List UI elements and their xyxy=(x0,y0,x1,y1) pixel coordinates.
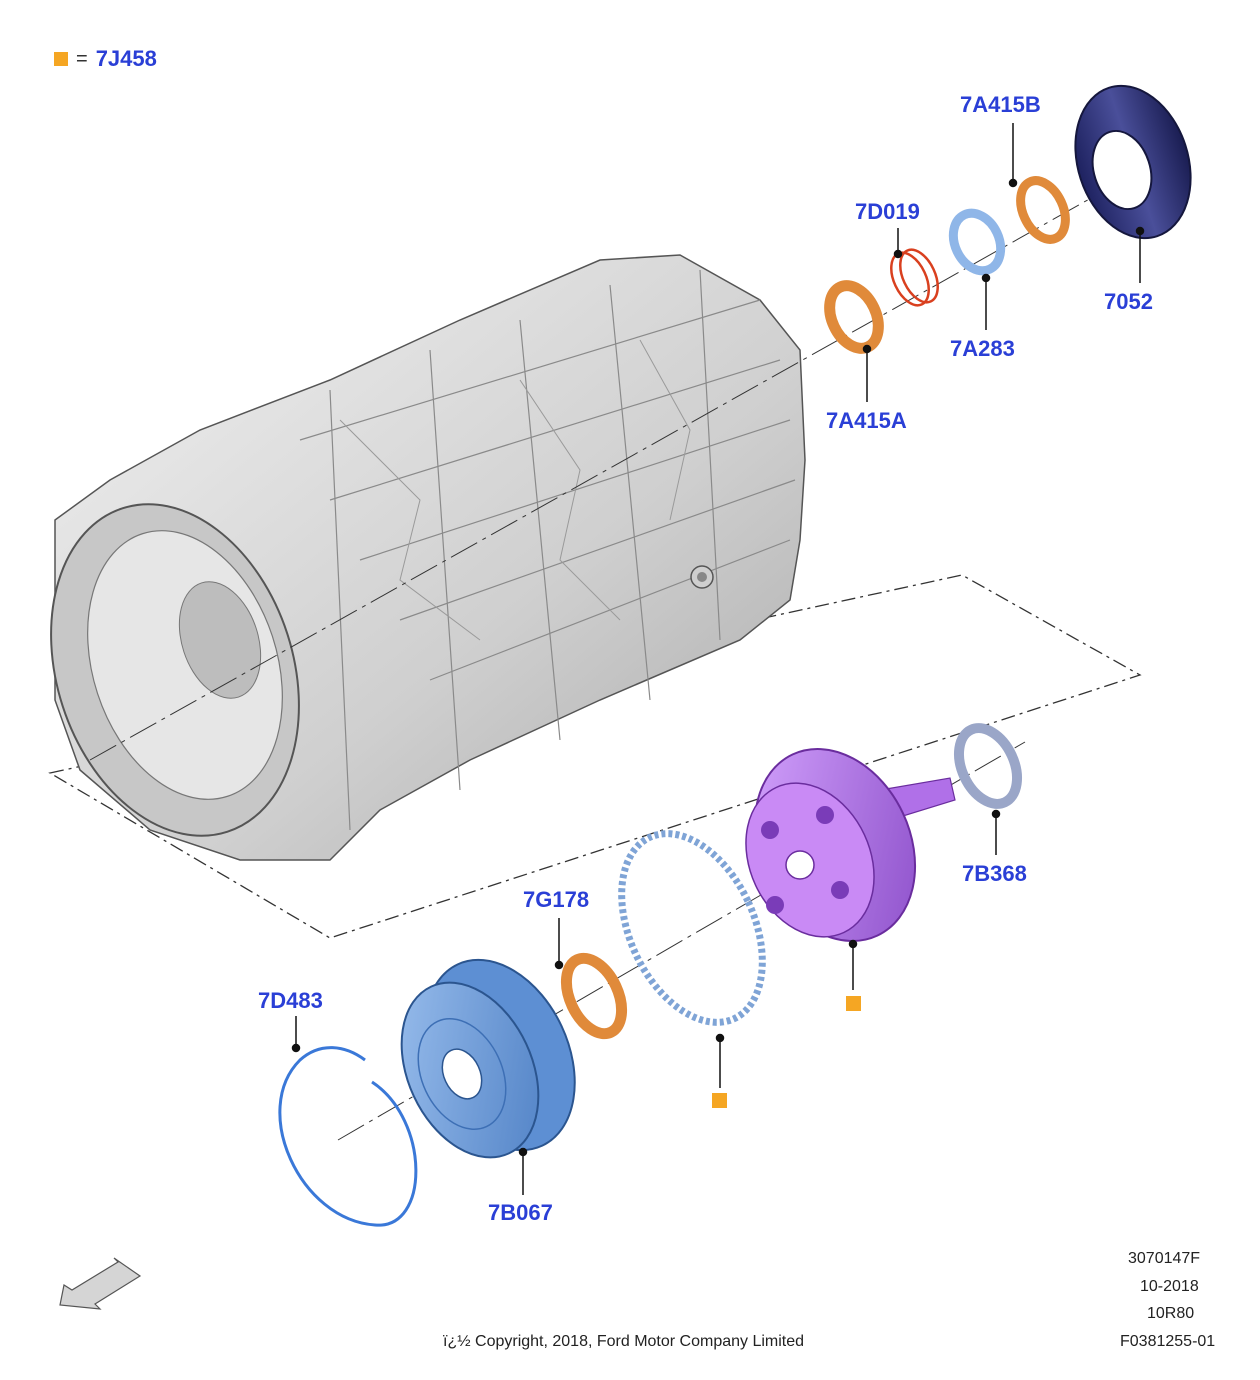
legend: = 7J458 xyxy=(54,46,157,72)
callout-7G178: 7G178 xyxy=(523,887,590,912)
legend-marker-icon xyxy=(54,52,68,66)
part-7D019-graphic xyxy=(890,248,939,307)
front-arrow-icon xyxy=(59,1257,142,1310)
callout-7A283: 7A283 xyxy=(950,336,1015,361)
part-7B067-graphic xyxy=(400,958,576,1159)
marker-7J458-carrier xyxy=(846,996,861,1011)
illustration-code: 3070147F xyxy=(1128,1250,1201,1267)
marker-7J458-ring xyxy=(712,1093,727,1108)
part-7052-graphic xyxy=(1074,84,1192,240)
illustration-date: 10-2018 xyxy=(1140,1278,1199,1295)
copyright-notice: ï¿½ Copyright, 2018, Ford Motor Company … xyxy=(443,1333,805,1350)
legend-part-number: 7J458 xyxy=(95,46,157,71)
callout-7A415B: 7A415B xyxy=(960,92,1041,117)
part-7G178-graphic xyxy=(560,952,628,1040)
callout-7052: 7052 xyxy=(1104,289,1153,314)
sensor-ring-graphic xyxy=(618,830,766,1026)
callout-7A415A: 7A415A xyxy=(826,408,907,433)
part-7D483-graphic xyxy=(278,1046,418,1227)
part-7A415B-graphic xyxy=(1016,176,1070,244)
figure-number: F0381255-01 xyxy=(1120,1333,1216,1350)
callout-7D019: 7D019 xyxy=(855,199,920,224)
leader-lines xyxy=(291,123,1145,1195)
part-7A283-graphic xyxy=(948,208,1006,276)
callout-7B368: 7B368 xyxy=(962,861,1027,886)
transmission-housing xyxy=(50,254,806,861)
planetary-carrier-graphic xyxy=(745,747,956,943)
part-7B368-graphic xyxy=(953,723,1023,809)
callout-7D483: 7D483 xyxy=(258,988,323,1013)
legend-equals: = xyxy=(76,47,88,70)
transmission-model: 10R80 xyxy=(1147,1305,1195,1322)
callout-7B067: 7B067 xyxy=(488,1200,553,1225)
